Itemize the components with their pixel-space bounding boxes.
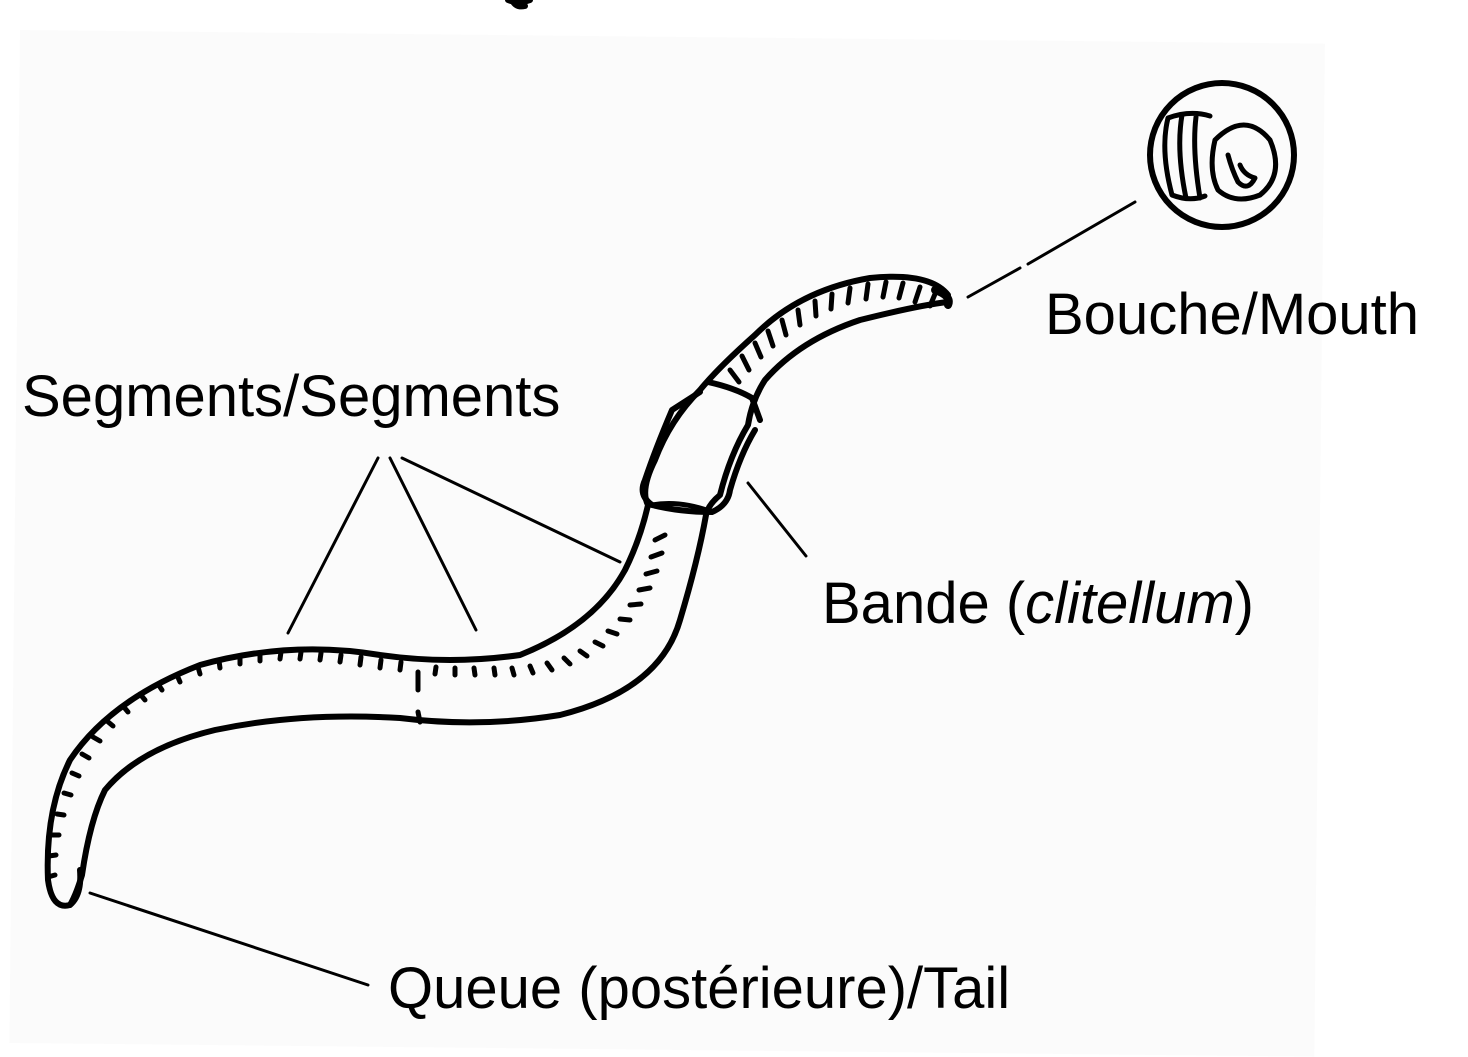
top-glyph-fragment bbox=[505, 0, 533, 10]
leader-mouth bbox=[966, 200, 1137, 299]
leader-band bbox=[746, 481, 808, 558]
worm-body-lower-edge bbox=[67, 299, 951, 908]
leader-lines bbox=[88, 200, 1137, 987]
worm-head-tip bbox=[931, 286, 953, 309]
label-segments: Segments/Segments bbox=[22, 364, 561, 429]
worm-body-upper-edge bbox=[44, 273, 951, 909]
label-band-suffix: ) bbox=[1234, 571, 1254, 636]
mouth-detail bbox=[1147, 80, 1297, 230]
label-mouth: Bouche/Mouth bbox=[1045, 282, 1420, 347]
label-band: Bande (clitellum) bbox=[822, 575, 1254, 633]
label-tail: Queue (postérieure)/Tail bbox=[388, 956, 1011, 1021]
leader-segments-2 bbox=[388, 456, 478, 632]
clitellum-seam bbox=[649, 501, 715, 515]
clitellum-outline bbox=[639, 379, 763, 515]
leader-segments-3 bbox=[400, 456, 622, 564]
label-band-prefix: Bande ( bbox=[822, 571, 1026, 636]
leader-segments-1 bbox=[286, 456, 380, 635]
segment-ticks bbox=[45, 279, 938, 880]
label-band-term: clitellum bbox=[1025, 571, 1235, 636]
leader-tail bbox=[88, 891, 370, 987]
